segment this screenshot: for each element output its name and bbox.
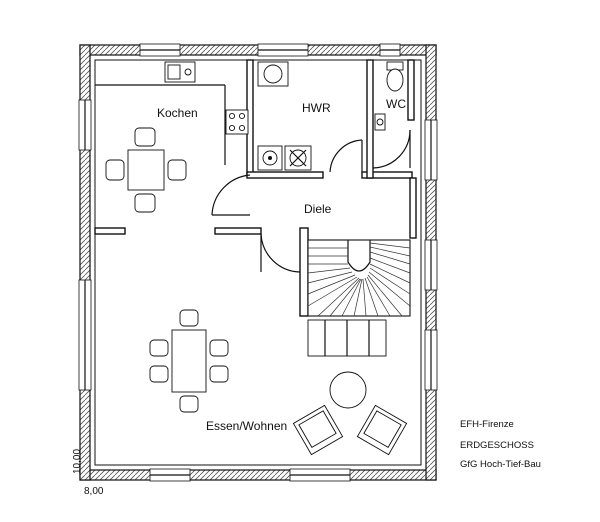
doors: [211, 129, 411, 273]
dimension-height: 10,00: [72, 449, 83, 474]
toilet: [386, 61, 404, 92]
coffee-table: [329, 371, 367, 409]
windows: [78, 43, 438, 482]
builder-name: GfG Hoch-Tief-Bau: [460, 459, 541, 470]
room-label-utility: HWR: [302, 101, 331, 115]
utility-fixtures: [257, 61, 312, 171]
kitchen-dining-table: [105, 127, 187, 213]
room-label-hall: Diele: [304, 202, 332, 216]
dining-table: [149, 309, 229, 413]
staircase: [307, 239, 411, 357]
room-label-living: Essen/Wohnen: [206, 419, 287, 433]
cooktop: [225, 109, 249, 135]
armchair-right: [356, 404, 408, 456]
floor-name: ERDGESCHOSS: [460, 440, 534, 451]
project-name: EFH-Firenze: [460, 419, 514, 430]
wc-basin: [374, 113, 386, 131]
armchair-left: [292, 404, 344, 456]
dimension-width: 8,00: [84, 486, 104, 497]
room-label-wc: WC: [386, 97, 406, 111]
kitchen-sink: [164, 61, 196, 83]
room-label-kitchen: Kochen: [157, 106, 198, 120]
